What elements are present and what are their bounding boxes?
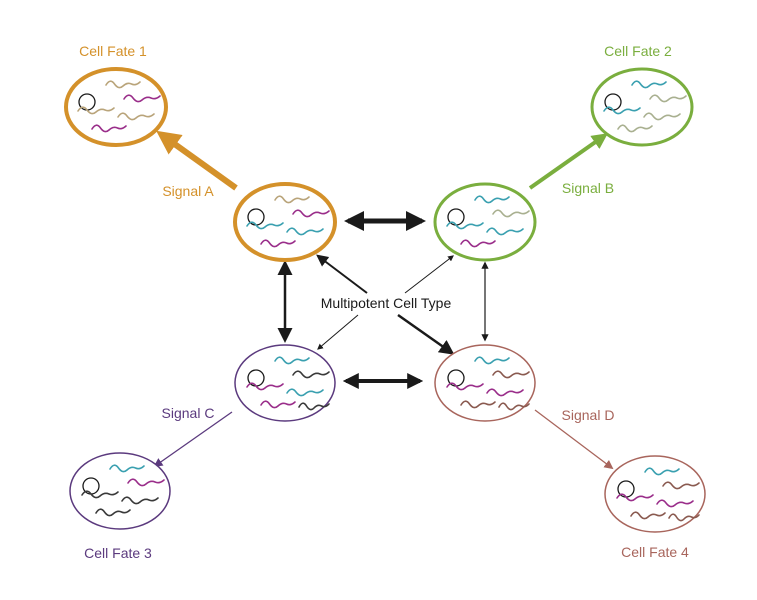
gene-strand: [446, 382, 484, 391]
cell-multipotent-c: [234, 344, 336, 422]
gene-strand: [446, 221, 484, 230]
arrow-center-b: [404, 255, 454, 294]
gene-strand: [662, 481, 700, 490]
gene-strand: [292, 209, 330, 218]
cell-membrane: [234, 344, 336, 422]
gene-strand: [109, 464, 145, 473]
cell-membrane: [604, 455, 706, 533]
gene-strand: [644, 467, 680, 476]
gene-strand: [486, 227, 524, 236]
gene-strand: [274, 356, 310, 365]
gene-strand: [486, 388, 524, 397]
cell-membrane: [69, 452, 171, 530]
signal-b-arrow: [528, 133, 608, 190]
cell-membrane: [64, 67, 168, 147]
cell-cell-fate-3: [69, 452, 171, 530]
signal-d-arrow: [534, 409, 614, 470]
gene-strand: [105, 80, 141, 89]
gene-strand: [498, 402, 530, 411]
cell-membrane: [233, 182, 337, 262]
gene-strand: [474, 195, 510, 204]
gene-strand: [298, 402, 330, 411]
gene-strand: [649, 94, 687, 103]
label-multipotent-cell-type: Multipotent Cell Type: [321, 295, 452, 311]
gene-strand: [121, 496, 159, 505]
gene-strand: [246, 382, 284, 391]
gene-strand: [616, 493, 654, 502]
cell-membrane: [434, 344, 536, 422]
cell-membrane: [433, 182, 537, 262]
gene-strand: [643, 112, 681, 121]
signal-c-arrow: [153, 411, 233, 468]
label-cell-fate-1: Cell Fate 1: [79, 43, 147, 59]
gene-strand: [603, 106, 641, 115]
gene-strand: [123, 94, 161, 103]
arrow-center-c: [317, 314, 359, 350]
label-signal-d: Signal D: [562, 407, 615, 423]
label-cell-fate-2: Cell Fate 2: [604, 43, 672, 59]
gene-strand: [631, 80, 667, 89]
signal-a-arrow: [156, 130, 238, 191]
arrow-center-d: [397, 313, 455, 355]
gene-strand: [95, 508, 131, 517]
gene-strand: [286, 227, 324, 236]
cell-cell-fate-1: [64, 67, 168, 147]
gene-strand: [292, 370, 330, 379]
gene-strand: [127, 478, 165, 487]
cell-cell-fate-2: [590, 67, 694, 147]
gene-strand: [246, 221, 284, 230]
gene-strand: [260, 400, 296, 409]
gene-strand: [260, 239, 296, 248]
gene-strand: [460, 400, 496, 409]
gene-strand: [91, 124, 127, 133]
arrow-center-a: [316, 254, 368, 294]
gene-strand: [630, 511, 666, 520]
gene-strand: [460, 239, 496, 248]
label-signal-c: Signal C: [162, 405, 215, 421]
label-cell-fate-4: Cell Fate 4: [621, 544, 689, 560]
label-signal-a: Signal A: [162, 183, 214, 199]
gene-strand: [117, 112, 155, 121]
cell-multipotent-b: [433, 182, 537, 262]
gene-strand: [617, 124, 653, 133]
gene-strand: [492, 370, 530, 379]
cell-multipotent-d: [434, 344, 536, 422]
gene-strand: [492, 209, 530, 218]
gene-strand: [474, 356, 510, 365]
label-cell-fate-3: Cell Fate 3: [84, 545, 152, 561]
cell-cell-fate-4: [604, 455, 706, 533]
cell-membrane: [590, 67, 694, 147]
cell-multipotent-a: [233, 182, 337, 262]
gene-strand: [656, 499, 694, 508]
gene-strand: [286, 388, 324, 397]
gene-strand: [274, 195, 310, 204]
gene-strand: [668, 513, 700, 522]
gene-strand: [77, 106, 115, 115]
label-signal-b: Signal B: [562, 180, 614, 196]
gene-strand: [81, 490, 119, 499]
